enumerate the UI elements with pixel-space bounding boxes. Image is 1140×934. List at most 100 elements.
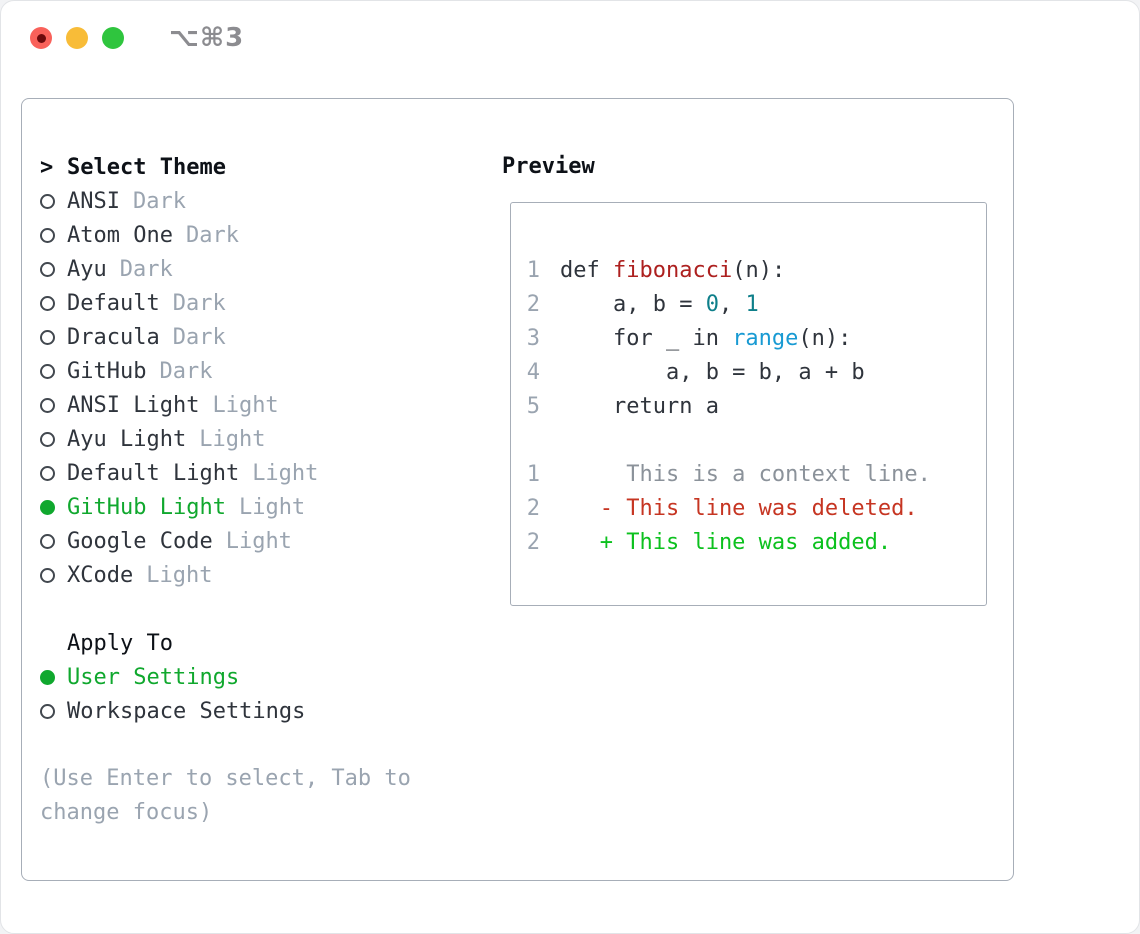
radio-icon — [40, 193, 55, 209]
theme-name: Ayu — [67, 256, 107, 282]
line-number: 3 — [526, 325, 540, 351]
minimize-button[interactable] — [66, 27, 88, 49]
code-text: def fibonacci(n): — [560, 258, 785, 283]
radio-icon — [40, 397, 55, 413]
close-button[interactable] — [30, 27, 52, 49]
theme-name: Default Light — [67, 460, 240, 486]
line-number: 4 — [526, 359, 540, 385]
line-number: 1 — [526, 461, 540, 487]
theme-name: GitHub Light — [67, 494, 226, 520]
code-text: - This line was deleted. — [560, 496, 918, 521]
code-line: 3 for _ in range(n): — [511, 321, 986, 355]
theme-option-ayu-light[interactable]: Ayu Light Light — [40, 422, 480, 456]
code-text: a, b = 0, 1 — [560, 292, 759, 317]
code-segment: return a — [560, 393, 719, 419]
line-number: 5 — [526, 393, 540, 419]
keyboard-hint: (Use Enter to select, Tab to change focu… — [40, 766, 411, 825]
radio-icon — [40, 669, 55, 685]
theme-option-dracula[interactable]: Dracula Dark — [40, 320, 480, 354]
radio-icon — [40, 499, 55, 515]
theme-name: GitHub — [67, 358, 147, 384]
code-segment: (n): — [798, 325, 852, 351]
theme-name: Atom One — [67, 222, 173, 248]
theme-option-github-light[interactable]: GitHub Light Light — [40, 490, 480, 524]
spacer — [40, 592, 480, 626]
apply-option-label: User Settings — [67, 664, 240, 690]
theme-variant: Dark — [185, 222, 239, 248]
code-line: 2 - This line was deleted. — [511, 491, 986, 525]
theme-name: XCode — [67, 562, 134, 588]
theme-variant: Light — [212, 392, 279, 418]
code-text: This is a context line. — [560, 462, 931, 487]
apply-option-label: Workspace Settings — [67, 698, 306, 724]
apply-option-user-settings[interactable]: User Settings — [40, 660, 480, 694]
code-segment: + This line was added. — [560, 529, 892, 555]
theme-option-github[interactable]: GitHub Dark — [40, 354, 480, 388]
theme-variant: Light — [199, 426, 266, 452]
theme-name: Ayu Light — [67, 426, 187, 452]
select-theme-label: Select Theme — [67, 154, 226, 180]
apply-to-header: Apply To — [40, 626, 480, 660]
code-segment: a, b = b, a + b — [560, 359, 865, 385]
theme-name: Google Code — [67, 528, 213, 554]
radio-icon — [40, 295, 55, 311]
code-line: 2 + This line was added. — [511, 525, 986, 559]
code-line: 1 def fibonacci(n): — [511, 253, 986, 287]
radio-icon — [40, 431, 55, 447]
theme-option-default-light[interactable]: Default Light Light — [40, 456, 480, 490]
apply-to-label: Apply To — [67, 630, 173, 656]
code-text: a, b = b, a + b — [560, 360, 865, 385]
window-title: ⌥⌘3 — [169, 23, 245, 53]
theme-name: Default — [67, 290, 160, 316]
radio-icon — [40, 533, 55, 549]
line-number: 2 — [526, 529, 540, 555]
theme-variant: Dark — [172, 324, 226, 350]
code-segment: 0 — [705, 291, 719, 317]
theme-option-ansi-light[interactable]: ANSI Light Light — [40, 388, 480, 422]
prompt-icon: > — [40, 154, 54, 180]
code-line — [511, 423, 986, 457]
theme-variant: Light — [238, 494, 306, 520]
theme-option-google-code[interactable]: Google Code Light — [40, 524, 480, 558]
zoom-button[interactable] — [102, 27, 124, 49]
theme-option-atom-one[interactable]: Atom One Dark — [40, 218, 480, 252]
code-line: 4 a, b = b, a + b — [511, 355, 986, 389]
radio-icon — [40, 329, 55, 345]
radio-icon — [40, 567, 55, 583]
line-number: 2 — [526, 291, 540, 317]
theme-variant: Light — [252, 460, 319, 486]
code-text: + This line was added. — [560, 530, 891, 555]
code-segment: - This line was deleted. — [560, 495, 918, 521]
theme-option-default[interactable]: Default Dark — [40, 286, 480, 320]
preview-label: Preview — [502, 154, 595, 179]
theme-variant: Light — [225, 528, 292, 554]
code-segment: fibonacci — [612, 257, 733, 283]
code-line: 5 return a — [511, 389, 986, 423]
theme-variant: Dark — [132, 188, 186, 214]
apply-option-workspace-settings[interactable]: Workspace Settings — [40, 694, 480, 728]
line-number: 1 — [526, 257, 540, 283]
preview-pane: 1 def fibonacci(n): 2 a, b = 0, 1 3 for _ i… — [510, 202, 987, 606]
code-segment: (n): — [732, 257, 786, 283]
theme-variant: Dark — [159, 358, 213, 384]
radio-icon — [40, 227, 55, 243]
code-segment: a, b = — [560, 291, 706, 317]
close-dot-icon — [36, 33, 46, 43]
code-segment: , — [718, 291, 746, 317]
code-segment: range — [732, 325, 799, 351]
spacer — [40, 728, 480, 762]
radio-icon — [40, 703, 55, 719]
theme-variant: Dark — [172, 290, 226, 316]
radio-icon — [40, 363, 55, 379]
theme-name: ANSI Light — [67, 392, 200, 418]
code-segment: for _ in — [560, 325, 733, 351]
theme-name: Dracula — [67, 324, 160, 350]
line-number: 2 — [526, 495, 540, 521]
